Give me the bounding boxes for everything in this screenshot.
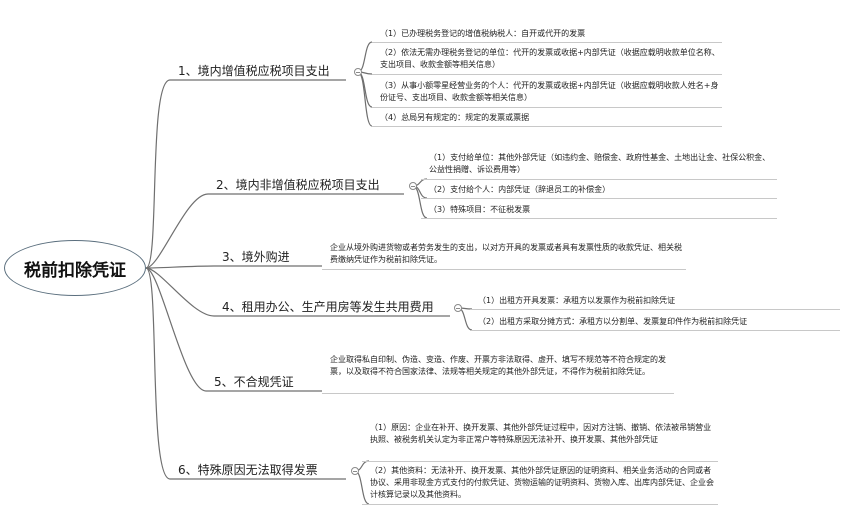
branch-1-item-3[interactable]: （3）从事小额零星经营业务的个人：代开的发票或收据+内部凭证（收据应载明收款人姓… [380,81,719,102]
collapse-icon[interactable] [454,304,462,312]
branch-connector [145,267,450,317]
root-title: 税前扣除凭证 [24,260,126,281]
branch-6-item-2[interactable]: （2）其他资料：无法补开、换开发票、其他外部凭证原因的证明资料、相关业务活动的合… [370,466,714,499]
item-divider [362,461,718,462]
branch-1-item-1[interactable]: （1）已办理税务登记的增值税纳税人：自开或代开的发票 [380,29,586,38]
branch-connector [145,267,305,392]
item-divider [421,218,777,219]
item-divider [362,504,718,505]
collapse-icon[interactable] [409,182,417,190]
branch-5-item-1[interactable]: 企业取得私自印制、伪造、变造、作废、开票方非法取得、虚开、填写不规范等不符合规定… [330,355,666,376]
branch-3-label[interactable]: 3、境外购进 [222,250,290,264]
branch-1-item-4[interactable]: （4）总局另有规定的：规定的发票或票据 [380,113,530,122]
item-divider [322,393,674,394]
item-divider [322,269,686,270]
collapse-icon[interactable] [354,68,362,76]
item-connector [357,71,373,127]
branch-2-label[interactable]: 2、境内非增值税应税项目支出 [216,178,380,192]
item-divider [421,179,777,180]
item-divider [372,42,722,43]
item-connector [357,41,373,73]
branch-1-item-2[interactable]: （2）依法无需办理税务登记的单位：代开的发票或收据+内部凭证（收据应载明收款单位… [380,48,720,69]
branch-connector [145,265,300,269]
branch-connector [145,79,346,269]
item-divider [421,198,777,199]
item-divider [372,74,722,75]
branch-2-item-3[interactable]: （3）特殊项目：不征税发票 [429,205,531,214]
branch-6-label[interactable]: 6、特殊原因无法取得发票 [178,463,318,477]
collapse-icon[interactable] [351,467,359,475]
branch-4-item-1[interactable]: （1）出租方开具发票：承租方以发票作为税前扣除凭证 [478,296,676,305]
branch-1-label[interactable]: 1、境内增值税应税项目支出 [178,64,330,78]
branch-connector [145,193,404,269]
root-node[interactable]: 税前扣除凭证 [4,240,146,296]
item-divider [372,126,722,127]
branch-2-item-2[interactable]: （2）支付给个人：内部凭证（辞退员工的补偿金） [429,185,611,194]
branch-2-item-1[interactable]: （1）支付给单位：其他外部凭证（如违约金、赔偿金、政府性基金、土地出让金、社保公… [429,153,771,174]
branch-connector [145,267,346,480]
branch-4-label[interactable]: 4、租用办公、生产用房等发生共用费用 [222,300,434,314]
branch-5-label[interactable]: 5、不合规凭证 [214,375,294,389]
branch-4-item-2[interactable]: （2）出租方采取分摊方式：承租方以分割单、发票复印件作为税前扣除凭证 [478,317,748,326]
item-divider [372,107,722,108]
item-divider [470,309,840,310]
branch-3-item-1[interactable]: 企业从境外购进货物或者劳务发生的支出，以对方开具的发票或者具有发票性质的收款凭证… [330,243,682,264]
item-divider [470,330,840,331]
branch-6-item-1[interactable]: （1）原因：企业在补开、换开发票、其他外部凭证过程中，因对方注销、撤销、依法被吊… [370,423,712,444]
